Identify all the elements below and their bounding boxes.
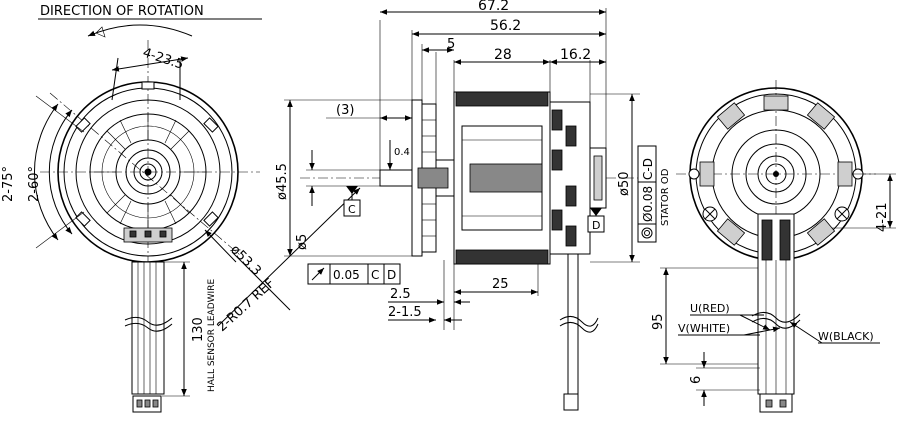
dim-rear: 16.2 [560,47,591,63]
dim-chamfer: 0.4 [394,147,410,158]
datum-d: D [592,219,600,232]
dim-bolt-circle: ø53.3 [227,242,264,279]
dim-shaft-dia: ø5 [295,234,310,250]
concentric-ref: C-D [641,158,655,180]
dim-stator-dia: ø50 [617,172,632,197]
runout-arrow-icon [311,267,325,281]
dim-angle-inner: 2-60° [27,166,42,202]
side-view: 67.2 56.2 5 28 16.2 (3) 0.4 ø45.5 ø5 [275,0,671,411]
wire-u-label: U(RED) [690,302,730,315]
rotation-header: DIRECTION OF ROTATION [38,4,262,38]
leadwire-label: HALL SENSOR LEADWIRE [207,279,217,392]
left-front-view: 4-23.5 2-75° 2-60° ø53.3 2-R0.7 REF 130 … [1,40,361,413]
dim-pilot-depth: 25 [492,277,509,292]
dim-strip: 6 [689,376,704,384]
dim-shaft-ext: (3) [336,103,354,118]
wire-v-label: V(WHITE) [678,322,730,335]
leadwire-length: 130 [191,317,206,342]
concentric-note: STATOR OD [660,168,671,226]
dim-flange-thk: 2.5 [390,287,411,302]
dim-slot-width: 2-1.5 [388,305,422,320]
dim-body: 56.2 [490,18,521,34]
dim-holes-left: 4-23.5 [141,46,186,73]
datum-c: C [348,203,356,216]
dim-angle-outer: 2-75° [1,166,16,202]
wire-w-label: W(BLACK) [818,330,874,343]
title-text: DIRECTION OF ROTATION [40,4,204,19]
rotation-arrow-icon [87,24,193,37]
concentric-symbol-icon [641,227,653,239]
dim-overall: 67.2 [478,0,509,14]
runout-ref2: D [387,268,396,282]
right-rear-view: 4-21 95 6 U(RED) V(WHITE) W(BLACK) [651,80,896,413]
dim-stator: 28 [494,47,512,63]
dim-holes-right: 4-21 [875,202,890,232]
concentric-frame: Ø0.08 C-D STATOR OD [637,145,671,243]
concentric-tol: Ø0.08 [641,186,655,222]
dim-radius-ref: 2-R0.7 REF [215,276,278,335]
runout-frame: 0.05 C D [307,263,401,285]
dim-flange-gap: 5 [447,37,455,52]
runout-ref1: C [371,268,379,282]
runout-tol: 0.05 [333,268,360,282]
dim-pilot-dia: ø45.5 [275,163,290,200]
dim-leads-length: 95 [651,313,666,330]
